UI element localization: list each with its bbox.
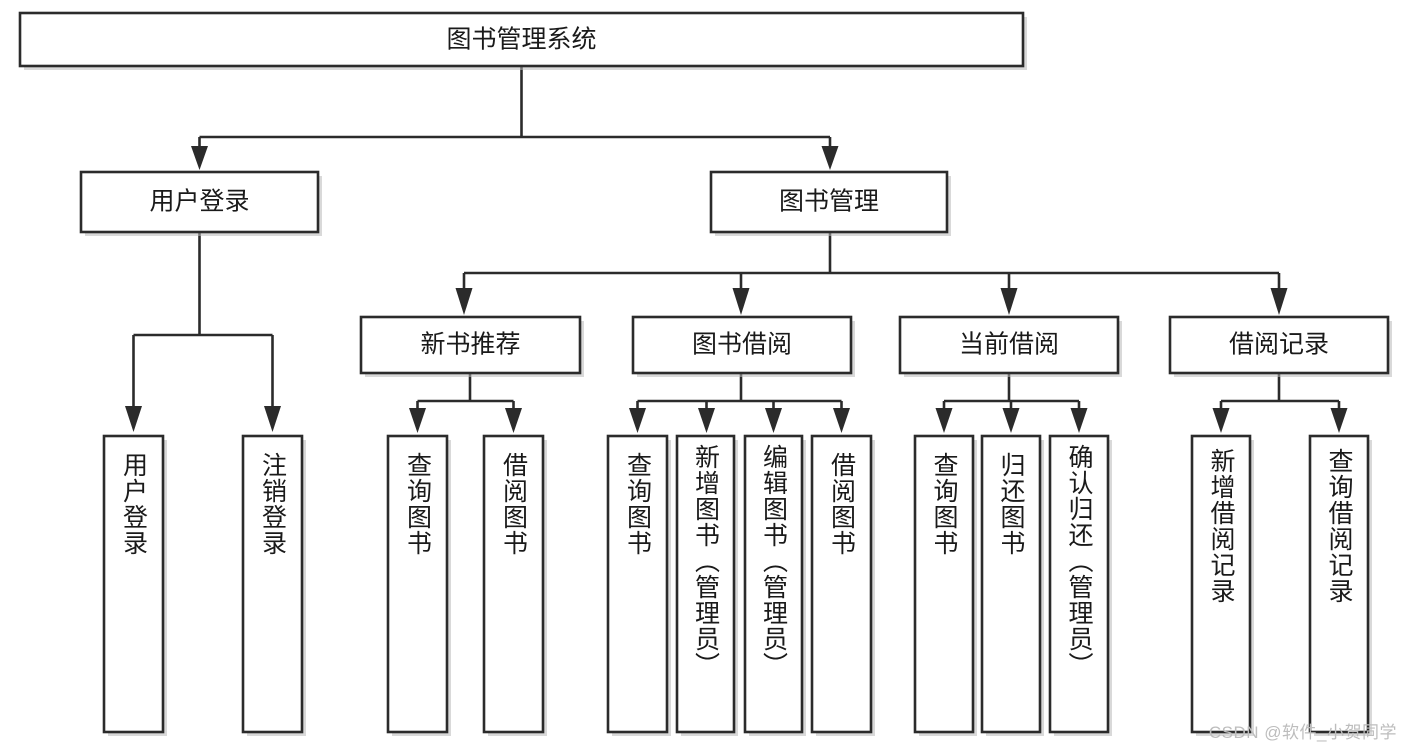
book-management-label: 图书管理 (779, 188, 879, 216)
arrow-book-manage (821, 146, 839, 170)
arrow-leaf-bb-2 (698, 408, 715, 433)
leaf-node[interactable] (606, 434, 671, 736)
user-login-label: 用户登录 (149, 188, 249, 216)
node-borrow-record[interactable]: 借阅记录 (1168, 315, 1392, 377)
root-label: 图书管理系统 (446, 26, 596, 54)
arrow-leaf-br-2 (1330, 408, 1348, 433)
arrow-leaf-br-1 (1212, 408, 1230, 433)
book-borrow-box (631, 315, 853, 375)
leaf-cb-return-box (980, 434, 1042, 734)
book-management-box (709, 170, 949, 234)
leaf-br-add-box (1190, 434, 1252, 734)
arrow-leaf-user-login-2 (264, 406, 281, 432)
arrow-book-borrow (732, 288, 750, 315)
root-box (18, 11, 1025, 68)
leaf-node[interactable] (1048, 434, 1112, 736)
connector-group (125, 66, 1348, 433)
leaf-bb-edit-box (743, 434, 804, 734)
arrow-leaf-user-login-1 (125, 406, 142, 432)
leaf-bb-query-box (606, 434, 669, 734)
node-book-borrow[interactable]: 图书借阅 (631, 315, 855, 377)
node-user-login[interactable]: 用户登录 (79, 170, 322, 236)
leaf-node[interactable] (1190, 434, 1254, 736)
leaf-node[interactable] (743, 434, 806, 736)
leaf-nb-query-box (386, 434, 449, 734)
csdn-watermark: CSDN @软件_小贺同学 (1208, 723, 1397, 742)
arrow-leaf-nb-2 (505, 408, 522, 433)
borrow-record-label: 借阅记录 (1229, 331, 1329, 359)
arrow-leaf-nb-1 (409, 408, 426, 433)
leaf-node[interactable] (1308, 434, 1372, 736)
new-book-recommend-box (359, 315, 582, 375)
arrow-leaf-cb-3 (1070, 408, 1088, 433)
arrow-borrow-record (1270, 288, 1288, 315)
node-root[interactable]: 图书管理系统 (18, 11, 1027, 70)
arrow-leaf-bb-3 (765, 408, 782, 433)
leaf-node[interactable] (913, 434, 977, 736)
leaf-bb-add-box (675, 434, 736, 734)
leaf-node[interactable] (980, 434, 1044, 736)
arrow-user-login (191, 146, 208, 170)
node-book-management[interactable]: 图书管理 (709, 170, 951, 236)
leaf-nb-borrow-box (482, 434, 545, 734)
user-login-box (79, 170, 320, 234)
leaf-node[interactable] (675, 434, 738, 736)
arrow-current-borrow (1000, 288, 1018, 315)
leaf-node[interactable] (241, 434, 306, 736)
leaf-node[interactable] (102, 434, 167, 736)
leaf-node[interactable] (810, 434, 875, 736)
leaf-cb-query-box (913, 434, 975, 734)
arrow-leaf-bb-4 (833, 408, 850, 433)
leaf-bb-borrow-box (810, 434, 873, 734)
leaf-logout-box (241, 434, 304, 734)
arrow-leaf-bb-1 (629, 408, 646, 433)
leaf-cb-confirm-box (1048, 434, 1110, 734)
leaf-node[interactable] (482, 434, 547, 736)
leaf-node[interactable] (386, 434, 451, 736)
current-borrow-box (898, 315, 1120, 375)
borrow-record-box (1168, 315, 1390, 375)
node-new-book-recommend[interactable]: 新书推荐 (359, 315, 584, 377)
node-current-borrow[interactable]: 当前借阅 (898, 315, 1122, 377)
new-book-recommend-label: 新书推荐 (420, 331, 520, 359)
arrow-new-book (455, 288, 473, 315)
current-borrow-label: 当前借阅 (959, 331, 1059, 359)
leaf-user-login-box (102, 434, 165, 734)
leaf-br-query-box (1308, 434, 1370, 734)
arrow-leaf-cb-1 (935, 408, 953, 433)
arrow-leaf-cb-2 (1002, 408, 1020, 433)
book-borrow-label: 图书借阅 (692, 331, 792, 359)
